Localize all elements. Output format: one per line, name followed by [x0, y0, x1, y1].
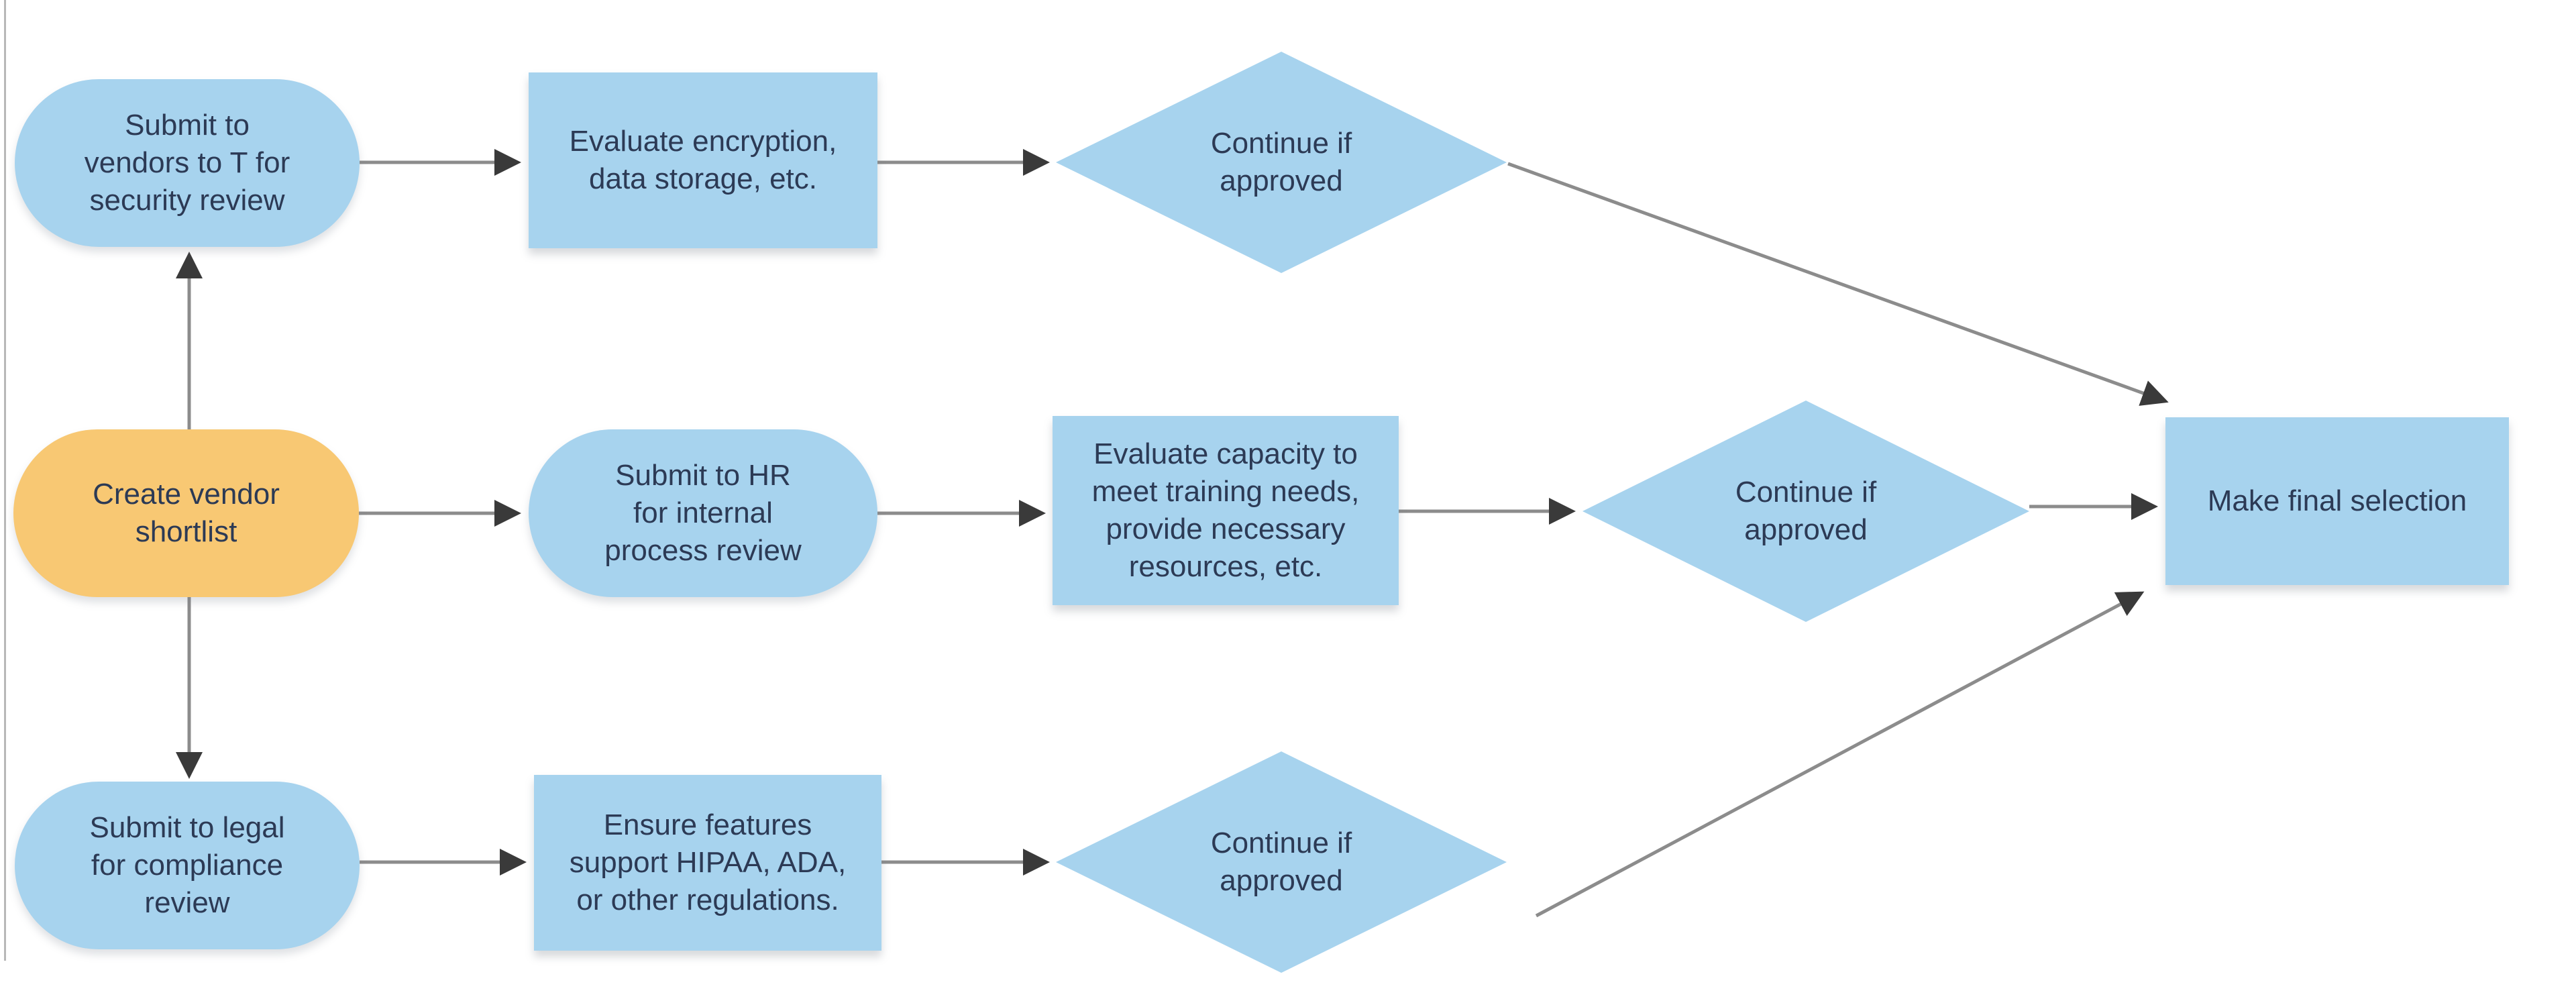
node-evaluate-encryption: Evaluate encryption, data storage, etc.	[529, 72, 877, 248]
node-create-shortlist-label: Create vendor shortlist	[93, 478, 280, 548]
node-submit-hr-label: Submit to HR for internal process review	[604, 459, 802, 567]
left-border-line	[4, 0, 6, 961]
node-create-shortlist: Create vendor shortlist	[13, 429, 359, 597]
node-submit-legal: Submit to legal for compliance review	[15, 782, 360, 949]
node-submit-legal-label: Submit to legal for compliance review	[89, 811, 285, 919]
node-make-final-selection-label: Make final selection	[2207, 484, 2467, 518]
connector-decision1-to-final	[1507, 162, 2169, 406]
node-evaluate-encryption-label: Evaluate encryption, data storage, etc.	[569, 125, 837, 195]
node-make-final-selection: Make final selection	[2165, 417, 2509, 585]
node-ensure-features-label: Ensure features support HIPAA, ADA, or o…	[569, 808, 847, 916]
node-decision-security-label: Continue if approved	[1210, 127, 1352, 197]
node-decision-hr-label: Continue if approved	[1735, 476, 1877, 546]
connector-decision3-to-final	[1535, 591, 2145, 918]
node-submit-hr: Submit to HR for internal process review	[529, 429, 877, 597]
node-submit-security: Submit to vendors to T for security revi…	[15, 79, 360, 247]
node-ensure-features: Ensure features support HIPAA, ADA, or o…	[534, 775, 881, 951]
node-evaluate-capacity-label: Evaluate capacity to meet training needs…	[1091, 437, 1360, 583]
node-evaluate-capacity: Evaluate capacity to meet training needs…	[1053, 416, 1399, 605]
node-submit-security-label: Submit to vendors to T for security revi…	[84, 109, 290, 217]
node-decision-legal-label: Continue if approved	[1210, 827, 1352, 897]
